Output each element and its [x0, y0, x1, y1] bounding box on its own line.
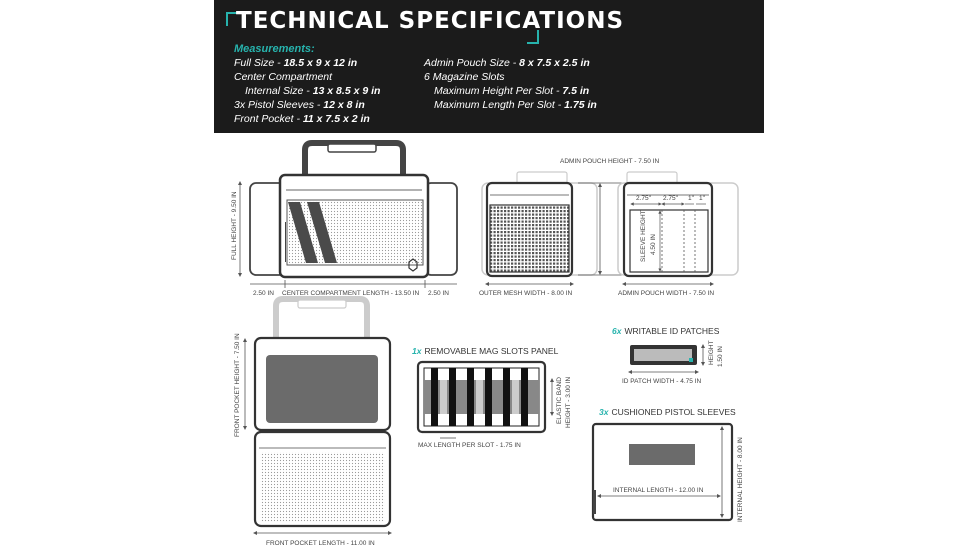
internal-height-label: INTERNAL HEIGHT - 8.00 IN: [737, 437, 744, 522]
admin-pouch-outer-view: [481, 171, 598, 286]
bag-side-pocket-right: [424, 182, 458, 276]
sleeve-height-label-a: SLEEVE HEIGHT: [640, 210, 647, 262]
spec-center-compartment: Center Compartment: [234, 71, 333, 83]
admin-pouch-width-label: ADMIN POUCH WIDTH - 7.50 IN: [618, 290, 714, 297]
handle-wrap: [327, 143, 377, 153]
side-right-label: 2.50 IN: [428, 290, 449, 297]
spec-front-pocket: Front Pocket - 11 x 7.5 x 2 in: [234, 113, 370, 125]
bag-tag: [285, 222, 286, 262]
ghost-handle: [273, 296, 370, 340]
outer-mesh: [489, 204, 570, 273]
sleeve-dim-2: 2.75": [663, 195, 679, 202]
spec-pistol-sleeves: 3x Pistol Sleeves - 12 x 8 in: [234, 99, 365, 111]
center-length-label: CENTER COMPARTMENT LENGTH - 13.50 IN: [282, 290, 420, 297]
sleeve-dim-4: 1": [699, 195, 706, 202]
elastic-label-a: ELASTIC BAND: [556, 377, 563, 424]
spec-max-length-slot: Maximum Length Per Slot - 1.75 in: [434, 99, 597, 111]
front-pocket-height-label: FRONT POCKET HEIGHT - 7.50 IN: [234, 333, 241, 437]
pistol-sleeve-frame: [591, 422, 734, 522]
bag-front-view: [238, 140, 458, 288]
spec-full-size: Full Size - 18.5 x 9 x 12 in: [234, 57, 358, 69]
id-patch: [628, 344, 705, 374]
mag-slots-panel: [416, 360, 554, 439]
internal-length-label: INTERNAL LENGTH - 12.00 IN: [613, 487, 704, 494]
id-height-label-b: 1.50 IN: [717, 346, 724, 367]
sleeve-dim-1: 2.75": [636, 195, 652, 202]
spec-max-height-slot: Maximum Height Per Slot - 7.5 in: [434, 85, 590, 97]
pen-sleeves: [629, 209, 709, 273]
bag-handle: [302, 140, 406, 183]
logo-icon: [408, 258, 418, 272]
spec-header: TECHNICAL SPECIFICATIONS Measurements: F…: [214, 0, 764, 133]
side-left-label: 2.50 IN: [253, 290, 274, 297]
front-pocket-view: [243, 296, 392, 535]
pistol-sleeve: [591, 422, 734, 522]
sleeve-dim-3: 1": [688, 195, 695, 202]
spec-title: TECHNICAL SPECIFICATIONS: [236, 8, 625, 34]
front-pocket-panel: [266, 355, 378, 423]
pistol-sleeve-patch: [629, 444, 695, 465]
max-length-slot-label: MAX LENGTH PER SLOT - 1.75 IN: [418, 442, 521, 449]
elastic-label-b: HEIGHT - 3.00 IN: [565, 377, 572, 428]
bracket-left: [226, 12, 238, 26]
id-patch-writable: [634, 349, 692, 361]
stripe-2: [307, 202, 337, 263]
sleeve-height-label-b: 4.50 IN: [650, 234, 657, 255]
bracket-right: [527, 30, 539, 44]
measurements-label: Measurements:: [234, 43, 315, 55]
front-pocket-length-label: FRONT POCKET LENGTH - 11.00 IN: [266, 540, 375, 547]
stripe-1: [288, 202, 318, 263]
id-height-label-a: HEIGHT: [708, 340, 715, 365]
spec-admin-pouch: Admin Pouch Size - 8 x 7.5 x 2.5 in: [424, 57, 590, 69]
outer-mesh-width-label: OUTER MESH WIDTH - 8.00 IN: [479, 290, 572, 297]
mag-slot-dividers: [431, 368, 528, 426]
id-width-label: ID PATCH WIDTH - 4.75 IN: [622, 378, 702, 385]
front-pocket-mesh: [260, 452, 385, 522]
full-height-label: FULL HEIGHT - 9.50 IN: [231, 191, 238, 260]
admin-pouch-height-label: ADMIN POUCH HEIGHT - 7.50 IN: [560, 158, 660, 165]
admin-pouch-inner-view: [617, 171, 739, 286]
spec-magazine-slots: 6 Magazine Slots: [424, 71, 505, 83]
spec-internal-size: Internal Size - 13 x 8.5 x 9 in: [245, 85, 381, 97]
